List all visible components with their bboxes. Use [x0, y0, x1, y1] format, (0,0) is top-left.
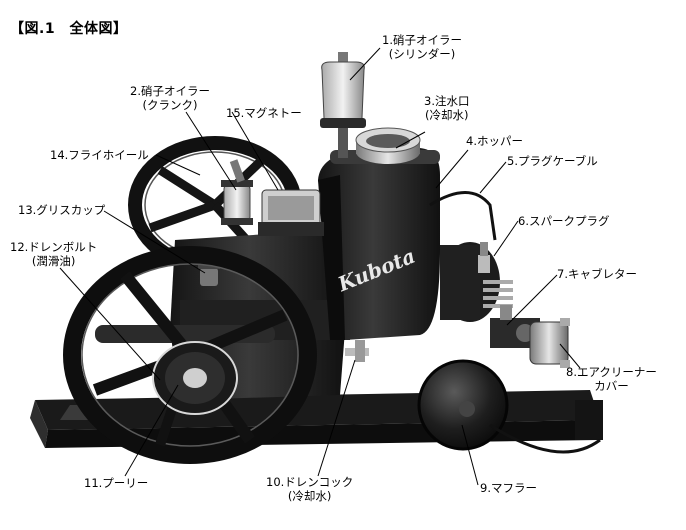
label-line: 10.ドレンコック [266, 475, 354, 489]
magneto [258, 189, 324, 236]
label-line: 8.エアクリーナー [566, 365, 657, 379]
label-line: 15.マグネトー [226, 106, 302, 120]
label-line: カバー [594, 379, 629, 393]
label-carburetor: 7.キャブレター [557, 267, 637, 281]
label-glass-oiler-crank: 2.硝子オイラー (クランク) [130, 84, 210, 112]
cylinder-block [318, 148, 440, 340]
water-filler-neck [355, 127, 421, 164]
label-spark-plug: 6.スパークプラグ [518, 214, 609, 228]
label-line: 12.ドレンボルト [10, 240, 98, 254]
label-line: (冷却水) [425, 108, 469, 122]
label-line: 1.硝子オイラー [382, 33, 462, 47]
label-line: (シリンダー) [388, 47, 456, 61]
spark-plug [478, 242, 490, 273]
plug-cable [429, 191, 497, 241]
label-water-filler: 3.注水口 (冷却水) [424, 94, 469, 122]
glass-oiler-cylinder [320, 52, 366, 158]
cooling-fins [483, 280, 513, 308]
cylinder-head [440, 242, 513, 322]
label-drain-cock: 10.ドレンコック (冷却水) [266, 475, 353, 503]
label-flywheel: 14.フライホイール [50, 148, 149, 162]
label-grease-cup: 13.グリスカップ [18, 203, 105, 217]
label-line: 7.キャブレター [557, 267, 637, 281]
label-line: 11.プーリー [84, 476, 149, 490]
label-pulley: 11.プーリー [84, 476, 148, 490]
label-hopper: 4.ホッパー [466, 134, 523, 148]
glass-oiler-crank [221, 159, 253, 225]
air-cleaner-cover [529, 318, 570, 368]
leader-lines [59, 47, 581, 486]
label-glass-oiler-cylinder: 1.硝子オイラー (シリンダー) [382, 33, 462, 61]
muffler [417, 359, 601, 454]
label-line: 6.スパークプラグ [518, 214, 610, 228]
label-magneto: 15.マグネトー [226, 106, 302, 120]
label-line: 5.プラグケーブル [507, 154, 598, 168]
figure-title: 【図.1 全体図】 [10, 21, 128, 37]
label-line: 9.マフラー [480, 481, 537, 495]
label-line: 2.硝子オイラー [130, 84, 210, 98]
label-line: 4.ホッパー [466, 134, 523, 148]
label-drain-bolt: 12.ドレンボルト (潤滑油) [10, 240, 97, 268]
drain-cock [345, 340, 369, 362]
label-plug-cable: 5.プラグケーブル [507, 154, 598, 168]
label-line: 14.フライホイール [50, 148, 149, 162]
pulley [152, 341, 238, 415]
label-line: (クランク) [142, 98, 198, 112]
label-air-cleaner-cover: 8.エアクリーナー カバー [566, 365, 657, 393]
label-line: 13.グリスカップ [18, 203, 106, 217]
label-line: (潤滑油) [31, 254, 76, 268]
label-line: 3.注水口 [424, 94, 470, 108]
label-line: (冷却水) [287, 489, 332, 503]
label-muffler: 9.マフラー [480, 481, 537, 495]
